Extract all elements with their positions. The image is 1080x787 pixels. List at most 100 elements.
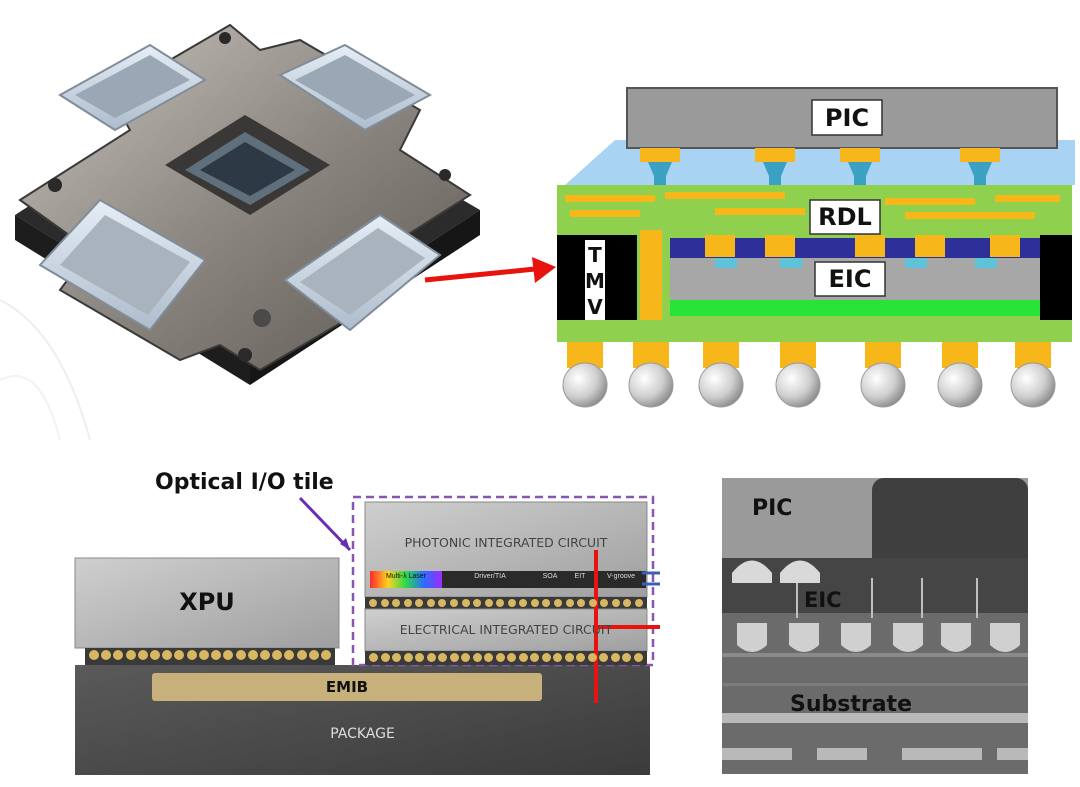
bump <box>542 599 551 607</box>
bump <box>541 653 551 662</box>
emib-label: EMIB <box>325 678 369 696</box>
connector-bottom-right <box>283 213 442 332</box>
optical-io-schematic: XPU PHOTONIC INTEGRATED CIRCUIT ELECTRIC… <box>60 460 726 780</box>
bump <box>554 599 563 607</box>
bump <box>577 599 586 607</box>
xsec-eic-label: EIC <box>829 265 872 293</box>
bump <box>223 650 234 660</box>
bump <box>484 599 493 607</box>
bump <box>392 653 402 662</box>
bump <box>89 650 99 660</box>
bump <box>247 650 258 660</box>
bump <box>519 599 528 607</box>
bump <box>588 599 597 607</box>
bump <box>272 650 283 660</box>
bump <box>610 653 620 662</box>
tmv-letter-m: M <box>585 269 605 293</box>
pic-bump-row <box>365 597 647 609</box>
bump <box>438 653 448 662</box>
bump <box>484 653 494 662</box>
bump <box>622 653 632 662</box>
connector-bottom-left <box>38 198 207 332</box>
bump <box>473 599 482 607</box>
strip-label-vgroove: V-groove <box>606 573 636 580</box>
bump <box>235 650 246 660</box>
connector-top-left <box>58 43 207 132</box>
bump <box>211 650 222 660</box>
bump <box>600 599 609 607</box>
bump <box>553 653 563 662</box>
bump <box>369 653 378 662</box>
bump <box>101 650 112 660</box>
bump <box>530 599 539 607</box>
strip-label-driver: Driver/TIA <box>474 573 506 580</box>
bump <box>162 650 173 660</box>
bump <box>495 653 505 662</box>
bump <box>321 650 331 660</box>
strip-label-eit: EIT <box>574 573 586 580</box>
bump <box>308 650 319 660</box>
package-label: PACKAGE <box>330 726 395 742</box>
sem-substrate-label: Substrate <box>790 692 912 717</box>
pic-die-label: PHOTONIC INTEGRATED CIRCUIT <box>404 535 608 550</box>
bump <box>296 650 307 660</box>
optical-io-callout: Optical I/O tile <box>155 470 334 495</box>
bump <box>449 653 459 662</box>
bump <box>259 650 270 660</box>
package-photo <box>0 0 500 441</box>
xpu-bump-row <box>85 648 335 665</box>
connector-top-right <box>277 43 433 132</box>
tmv-letter-v: V <box>587 295 603 319</box>
bump <box>461 653 471 662</box>
bump <box>415 653 425 662</box>
sem-eic-label: EIC <box>804 588 842 612</box>
eic-die-label: ELECTRICAL INTEGRATED CIRCUIT <box>399 622 613 637</box>
bump <box>565 599 574 607</box>
xsec-rdl-label: RDL <box>818 203 872 231</box>
bump <box>611 599 620 607</box>
bump <box>426 653 436 662</box>
bump <box>518 653 528 662</box>
bump <box>113 650 124 660</box>
bump <box>472 653 482 662</box>
bump <box>564 653 574 662</box>
bump <box>284 650 295 660</box>
arrow-to-cross-section <box>424 257 556 283</box>
bump <box>380 653 390 662</box>
bump <box>403 599 412 607</box>
xsec-pic-label: PIC <box>825 104 869 132</box>
strip-label-soa: SOA <box>542 573 558 580</box>
bump <box>496 599 505 607</box>
xpu-label: XPU <box>179 588 235 616</box>
bump <box>392 599 401 607</box>
bump <box>438 599 447 607</box>
bump <box>125 650 136 660</box>
bump <box>137 650 148 660</box>
bump <box>576 653 586 662</box>
cross-section-diagram: PIC RDL EIC T M V <box>545 80 1080 410</box>
bump <box>415 599 424 607</box>
bump <box>198 650 209 660</box>
bump <box>507 599 516 607</box>
sem-pic-label: PIC <box>752 496 793 521</box>
bump <box>174 650 185 660</box>
sem-cross-section-image: PIC EIC Substrate <box>722 478 1028 774</box>
bump <box>369 599 377 607</box>
bump <box>634 653 643 662</box>
bump <box>587 653 597 662</box>
bump <box>186 650 197 660</box>
tmv-letter-t: T <box>588 243 602 267</box>
bump <box>635 599 643 607</box>
strip-label-laser: Multi-λ Laser <box>385 573 427 580</box>
bump <box>380 599 389 607</box>
bump <box>507 653 517 662</box>
bump <box>623 599 632 607</box>
bump <box>150 650 161 660</box>
bump <box>403 653 413 662</box>
eic-bump-row <box>365 651 647 665</box>
bump <box>599 653 609 662</box>
bump <box>426 599 435 607</box>
bump <box>449 599 458 607</box>
bump <box>461 599 470 607</box>
bump <box>530 653 540 662</box>
